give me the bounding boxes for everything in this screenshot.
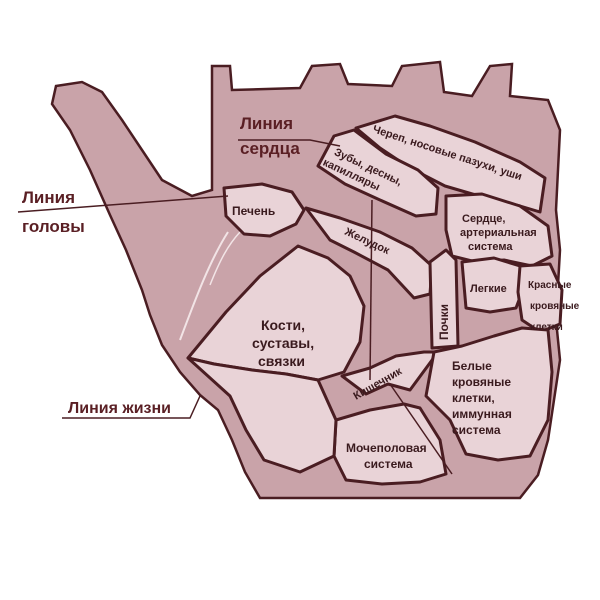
life-line-trace bbox=[179, 231, 229, 341]
zone-white-cells-shape bbox=[424, 326, 554, 462]
zone-urogenital-label: Мочеполовая система bbox=[346, 441, 430, 471]
zone-teeth-shape bbox=[316, 128, 440, 218]
zone-liver-label: Печень bbox=[232, 204, 275, 218]
zone-kidneys-label: Почки bbox=[437, 304, 451, 340]
head-line-label: Линия головы bbox=[22, 188, 85, 236]
zone-liver-shape bbox=[222, 182, 306, 238]
zone-red-cells-label: Красные кровяные клетки bbox=[528, 280, 582, 333]
zone-heart-label: Сердце, артериальная система bbox=[460, 213, 540, 253]
heart-line-label: Линия сердца bbox=[240, 114, 300, 158]
zone-bones-label: Кости, суставы, связки bbox=[252, 317, 318, 369]
zone-white-cells-label: Белые кровяные клетки, иммунная система bbox=[452, 359, 515, 437]
life-line-branch bbox=[209, 231, 241, 286]
zone-lungs-label: Легкие bbox=[470, 283, 507, 295]
heart-line-pointer bbox=[238, 139, 341, 147]
life-line-pointer bbox=[62, 395, 201, 419]
divider-line-3 bbox=[299, 455, 335, 473]
divider-line-2 bbox=[389, 383, 453, 475]
zone-red-cells-shape bbox=[516, 262, 564, 334]
life-line-label: Линия жизни bbox=[68, 400, 171, 417]
head-line-pointer bbox=[17, 195, 229, 213]
zone-lower-left-shape bbox=[186, 356, 338, 474]
zone-kidneys-shape bbox=[428, 248, 460, 350]
divider-line-1 bbox=[369, 199, 373, 381]
